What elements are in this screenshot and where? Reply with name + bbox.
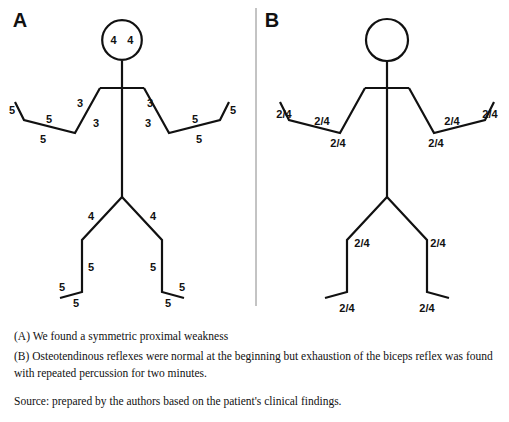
grade-value: 2/4 [444,116,459,127]
divider-line [256,8,257,306]
grade-value: 4 [88,211,94,222]
right-arm [409,88,494,133]
grade-value: 5 [59,282,65,293]
grade-value: 5 [192,114,198,125]
head-circle [366,19,408,61]
left-arm [15,88,100,133]
strength-grade: 4 [127,35,133,46]
grade-value: 5 [88,262,94,273]
grade-value: 5 [73,298,79,309]
right-arm [144,88,229,133]
trunk-line [121,61,123,197]
grade-value: 2/4 [330,138,345,149]
panel-letter: A [13,10,27,30]
panel-letter: B [265,10,279,30]
caption-line: (B) Osteotendinous reflexes were normal … [14,348,499,381]
grade-value: 5 [179,282,185,293]
grade-value: 2/4 [276,109,291,120]
grade-value: 3 [145,118,151,129]
grade-value: 5 [196,134,202,145]
grade-value: 3 [77,98,83,109]
right-leg [122,197,184,298]
grade-value: 4 [150,211,156,222]
head-circle-outline [102,20,142,60]
grade-value: 5 [165,298,171,309]
grade-value: 2/4 [419,303,434,314]
grade-value: 2/4 [354,238,369,249]
grade-value: 2/4 [482,109,497,120]
caption-line: Source: prepared by the authors based on… [14,393,499,410]
head-circle: 44 [101,19,143,61]
shoulder-line [100,87,144,89]
grade-value: 5 [40,134,46,145]
right-leg [387,197,449,298]
left-leg [60,197,122,298]
grade-value: 3 [93,118,99,129]
grade-value: 5 [46,114,52,125]
grade-value: 2/4 [428,138,443,149]
grade-value: 5 [230,105,236,116]
grade-value: 3 [147,98,153,109]
shoulder-line [365,87,409,89]
trunk-line [386,61,388,197]
grade-value: 5 [150,262,156,273]
grade-value: 2/4 [430,238,445,249]
head-outline [101,19,143,61]
grade-value: 5 [9,105,15,116]
strength-grade: 4 [111,35,117,46]
caption-line: (A) We found a symmetric proximal weakne… [14,328,499,345]
left-arm [280,88,365,133]
grade-value: 2/4 [339,303,354,314]
left-leg [325,197,387,298]
grade-value: 2/4 [314,116,329,127]
